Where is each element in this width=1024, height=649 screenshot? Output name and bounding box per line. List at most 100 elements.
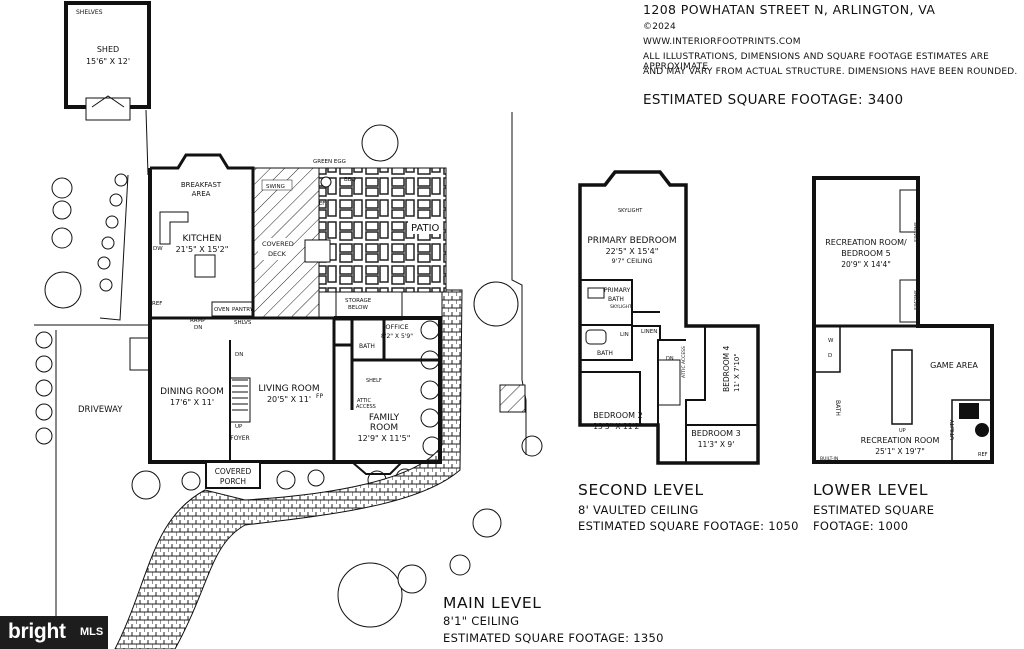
deck-ref-label: REF: [315, 201, 325, 207]
living-room-label: LIVING ROOM: [258, 384, 319, 394]
shed-dimensions: 15'6" X 12': [86, 57, 130, 66]
bedroom-4-dimensions: 11' X 7'10": [733, 353, 741, 392]
primary-bedroom-ceiling: 9'7" CEILING: [611, 257, 652, 265]
family-room-dimensions: 12'9" X 11'5": [358, 434, 411, 443]
lower-level-sqft-line-2: FOOTAGE: 1000: [813, 519, 909, 533]
lower-bath-label: BATH: [834, 400, 841, 416]
pantry-label: PANTRY: [232, 307, 254, 313]
covered-porch-label-1: COVERED: [215, 467, 252, 476]
bedroom-2-label: BEDROOM 2: [593, 411, 642, 420]
main-level-walls: [129, 153, 442, 475]
dining-room-dimensions: 17'6" X 11': [170, 398, 214, 407]
second-level-title: SECOND LEVEL: [578, 481, 704, 499]
ramp-label: RAMP: [190, 318, 206, 324]
shed-label: SHED: [97, 45, 119, 54]
bedroom-4-label: BEDROOM 4: [722, 345, 731, 392]
shelf-label: SHELF: [366, 378, 382, 384]
family-room-label-1: FAMILY: [369, 413, 400, 423]
recreation-room-label: RECREATION ROOM: [861, 436, 940, 445]
covered-deck-label-2: DECK: [268, 250, 287, 258]
office-dimensions: 8'2" X 5'9": [381, 333, 413, 340]
family-room-label-2: ROOM: [370, 423, 398, 433]
kitchen-ref-label: REF: [152, 301, 162, 307]
green-egg-label: GREEN EGG: [313, 159, 346, 165]
stairs-up-label: UP: [235, 424, 243, 430]
main-level-sqft: ESTIMATED SQUARE FOOTAGE: 1350: [443, 631, 664, 645]
driveway-label: DRIVEWAY: [78, 405, 123, 415]
rec-bed-label-2: BEDROOM 5: [841, 249, 890, 258]
lower-up-label: UP: [899, 428, 906, 434]
attic-label-1: ATTIC: [357, 398, 372, 404]
second-level-ceiling: 8' VAULTED CEILING: [578, 503, 699, 517]
game-area-label: GAME AREA: [930, 361, 978, 370]
bedroom-3-label: BEDROOM 3: [691, 429, 740, 438]
shelves-b-label: SHELVES: [912, 290, 918, 310]
stairs-dn-label: DN: [235, 352, 243, 358]
skylight-label: SKYLIGHT: [618, 208, 643, 214]
recreation-room-dimensions: 25'1" X 19'7": [875, 447, 925, 456]
brightmls-watermark: bright MLS: [0, 616, 108, 649]
website: WWW.INTERIORFOOTPRINTS.COM: [643, 37, 801, 47]
second-attic-label: ATTIC ACCESS: [681, 346, 687, 378]
disclaimer-line-1: ALL ILLUSTRATIONS, DIMENSIONS AND SQUARE…: [643, 52, 990, 72]
bedroom-3-dimensions: 11'3" X 9': [698, 440, 735, 449]
watermark-brand: bright: [8, 620, 66, 643]
garden-shrubs: [35, 124, 543, 628]
bedroom-2-dimensions: 13'3" X 11'2": [593, 422, 643, 431]
attic-label-2: ACCESS: [356, 404, 376, 410]
storage-label-2: BELOW: [348, 305, 368, 311]
main-bath-label: BATH: [359, 343, 375, 350]
oven-label: OVEN: [214, 307, 230, 313]
disclaimer-line-2: AND MAY VARY FROM ACTUAL STRUCTURE. DIME…: [643, 67, 1018, 77]
lower-level-walls: [812, 176, 994, 464]
covered-porch-label-2: PORCH: [220, 477, 246, 486]
office-label: OFFICE: [385, 323, 408, 331]
second-level-sqft: ESTIMATED SQUARE FOOTAGE: 1050: [578, 519, 799, 533]
ramp-dn-label: DN: [194, 325, 202, 331]
primary-bedroom-dimensions: 22'5" X 15'4": [606, 247, 659, 256]
copyright: ©2024: [643, 22, 676, 32]
primary-bath-label-2: BATH: [608, 296, 624, 303]
primary-bedroom-label: PRIMARY BEDROOM: [587, 236, 676, 246]
lower-ref-label: REF: [978, 452, 988, 458]
main-level-labels: BREAKFAST AREA KITCHEN 21'5" X 15'2" DW …: [152, 181, 413, 486]
bath-skylight-label: SKYLIGHT: [610, 304, 632, 310]
breakfast-label-2: AREA: [192, 190, 211, 198]
rec-bed-label-1: RECREATION ROOM/: [825, 238, 907, 247]
lower-level-title: LOWER LEVEL: [813, 481, 929, 499]
dining-room-label: DINING ROOM: [160, 387, 224, 397]
lower-level-sqft-line-1: ESTIMATED SQUARE: [813, 503, 935, 517]
shelves-a-label: SHELVES: [912, 222, 918, 242]
property-address: 1208 POWHATAN STREET N, ARLINGTON, VA: [643, 2, 936, 17]
brick-walkway: [114, 289, 463, 649]
shed: SHELVES SHED 15'6" X 12': [64, 1, 151, 121]
kitchen-dimensions: 21'5" X 15'2": [176, 245, 229, 254]
storage-label-1: STORAGE: [345, 298, 372, 304]
linen-label: LINEN: [641, 329, 657, 335]
washer-label: W: [828, 338, 834, 344]
kitchen-dw-label: DW: [153, 246, 163, 252]
second-level-walls: [578, 170, 760, 465]
shelves-label: SHLVS: [234, 320, 252, 326]
living-room-dimensions: 20'5" X 11': [267, 395, 311, 404]
covered-deck-label-1: COVERED: [262, 240, 294, 248]
bbq-label: BBQ: [344, 177, 357, 183]
kitchen-label: KITCHEN: [183, 234, 222, 244]
primary-bath-label-1: PRIMARY: [604, 287, 631, 294]
total-square-footage: ESTIMATED SQUARE FOOTAGE: 3400: [643, 92, 904, 108]
swing-label: SWING: [266, 184, 285, 190]
rec-bed-dimensions: 20'9" X 14'4": [841, 260, 891, 269]
main-level-title: MAIN LEVEL: [443, 594, 542, 612]
watermark-mls: MLS: [80, 626, 104, 638]
patio-label: PATIO: [411, 223, 440, 234]
second-dn-label: DN: [666, 356, 674, 362]
main-level-ceiling: 8'1" CEILING: [443, 614, 520, 628]
second-bath-label: BATH: [597, 350, 613, 357]
foyer-label: FOYER: [230, 435, 249, 442]
dryer-label: D: [828, 353, 832, 359]
lower-level-labels: RECREATION ROOM/ BEDROOM 5 20'9" X 14'4"…: [820, 222, 988, 462]
built-in-label: BUILT-IN: [820, 456, 838, 462]
lin-label: LIN: [620, 332, 629, 338]
utility-label: UTILITY: [950, 419, 956, 440]
